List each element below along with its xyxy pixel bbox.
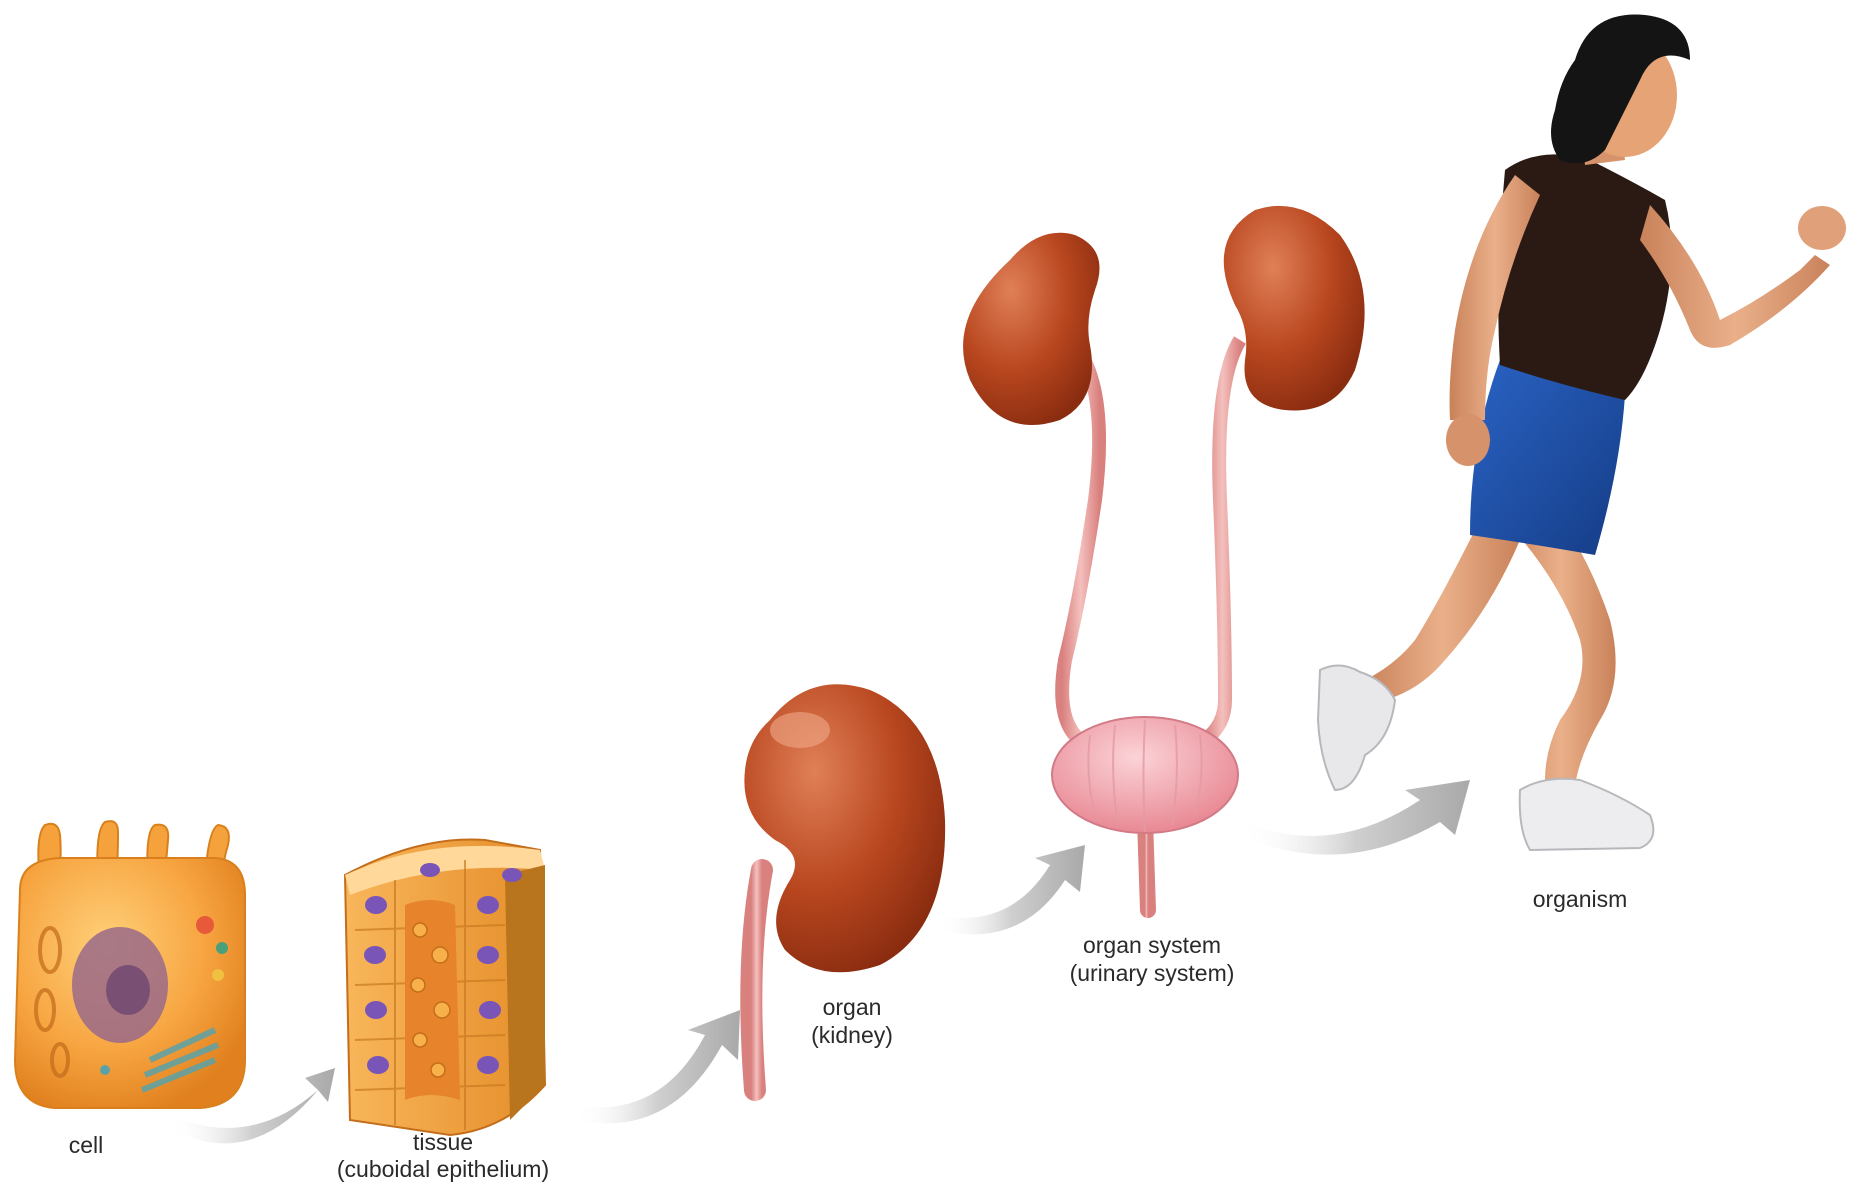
label-organism: organism [1533,886,1628,912]
urinary-system-illustration [963,206,1365,910]
tissue-illustration [345,839,545,1135]
label-tissue-sub: (cuboidal epithelium) [337,1156,549,1182]
runner-organism-illustration [1318,15,1846,850]
label-organ-system: organ system [1083,932,1221,958]
cell-illustration [15,821,245,1108]
arrow-system-to-organism-icon [1240,780,1470,855]
label-organ-system-sub: (urinary system) [1070,960,1235,986]
label-organ: organ [823,994,882,1020]
label-cell: cell [69,1132,104,1158]
arrow-tissue-to-organ-icon [575,1010,740,1123]
label-tissue: tissue [413,1129,473,1155]
label-organ-sub: (kidney) [811,1022,893,1048]
arrow-organ-to-system-icon [938,845,1085,934]
